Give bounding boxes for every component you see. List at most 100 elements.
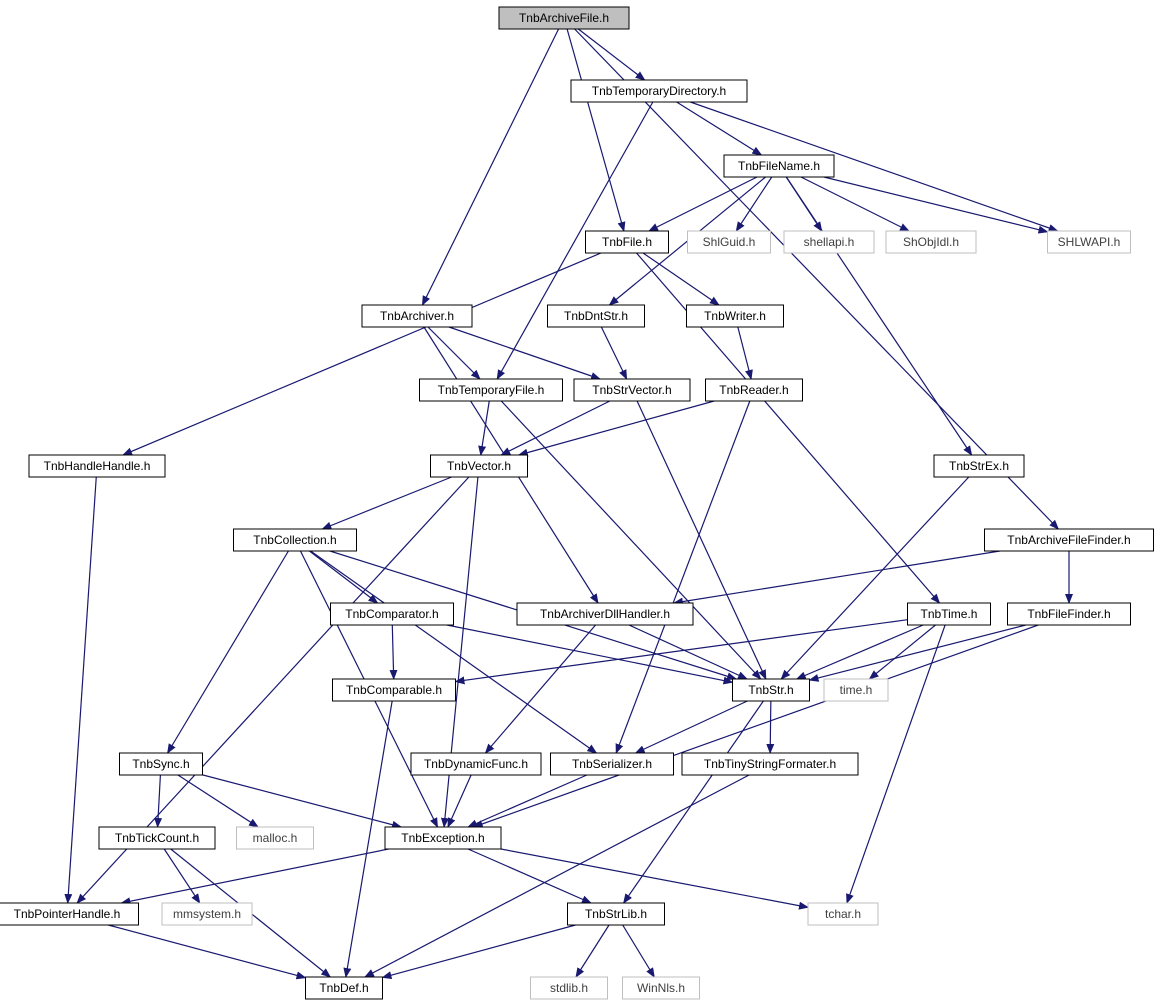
node-archiver[interactable]: TnbArchiver.h bbox=[361, 304, 473, 328]
node-strvector[interactable]: TnbStrVector.h bbox=[573, 378, 691, 402]
node-label: TnbDynamicFunc.h bbox=[424, 757, 528, 771]
node-box bbox=[332, 678, 456, 702]
edge-file-to-handlehandle bbox=[122, 252, 602, 456]
node-strlib[interactable]: TnbStrLib.h bbox=[567, 902, 665, 926]
edge-filename-to-strex bbox=[785, 176, 973, 456]
edge-reader-to-serializer bbox=[615, 400, 751, 754]
node-label: TnbException.h bbox=[401, 831, 484, 845]
node-box bbox=[807, 902, 879, 926]
node-box bbox=[498, 6, 630, 30]
node-filename[interactable]: TnbFileName.h bbox=[723, 154, 835, 178]
node-exception[interactable]: TnbException.h bbox=[384, 826, 502, 850]
edge-writer-to-reader bbox=[737, 326, 753, 380]
edge-archiverdll-to-dynfunc bbox=[484, 624, 596, 754]
node-box bbox=[585, 230, 669, 254]
edge-strlib-to-stdlib bbox=[575, 924, 610, 978]
edge-comparable-to-def bbox=[343, 700, 393, 978]
node-archivefile[interactable]: TnbArchiveFile.h bbox=[498, 6, 630, 30]
edge-archiver-to-strvector bbox=[448, 326, 601, 380]
node-def[interactable]: TnbDef.h bbox=[305, 976, 383, 1000]
node-reader[interactable]: TnbReader.h bbox=[705, 378, 803, 402]
node-box bbox=[305, 976, 383, 1000]
node-label: TnbReader.h bbox=[719, 383, 788, 397]
node-pointerhandle[interactable]: TnbPointerHandle.h bbox=[0, 902, 139, 926]
node-time[interactable]: TnbTime.h bbox=[907, 602, 991, 626]
node-file[interactable]: TnbFile.h bbox=[585, 230, 669, 254]
edge-str-to-tinyfmt bbox=[766, 700, 775, 754]
edge-reader-to-vector bbox=[517, 400, 715, 457]
node-label: TnbStrEx.h bbox=[949, 459, 1009, 473]
node-box bbox=[233, 528, 357, 552]
node-box bbox=[681, 752, 859, 776]
node-str[interactable]: TnbStr.h bbox=[732, 678, 810, 702]
node-label: TnbFileFinder.h bbox=[1027, 607, 1110, 621]
node-dntstr[interactable]: TnbDntStr.h bbox=[547, 304, 645, 328]
edge-time-to-timeh bbox=[868, 624, 936, 680]
node-archivefilefinder[interactable]: TnbArchiveFileFinder.h bbox=[984, 528, 1154, 552]
node-box bbox=[430, 454, 528, 478]
node-serializer[interactable]: TnbSerializer.h bbox=[550, 752, 674, 776]
node-collection[interactable]: TnbCollection.h bbox=[233, 528, 357, 552]
node-tchar: tchar.h bbox=[807, 902, 879, 926]
node-comparable[interactable]: TnbComparable.h bbox=[332, 678, 456, 702]
node-label: TnbSerializer.h bbox=[572, 757, 652, 771]
node-sync[interactable]: TnbSync.h bbox=[119, 752, 203, 776]
node-strex[interactable]: TnbStrEx.h bbox=[933, 454, 1025, 478]
node-box bbox=[361, 304, 473, 328]
node-box bbox=[330, 602, 454, 626]
node-label: TnbTemporaryDirectory.h bbox=[592, 84, 726, 98]
node-tempfile[interactable]: TnbTemporaryFile.h bbox=[419, 378, 563, 402]
node-comparator[interactable]: TnbComparator.h bbox=[330, 602, 454, 626]
edge-sync-to-malloc bbox=[177, 774, 259, 828]
node-vector[interactable]: TnbVector.h bbox=[430, 454, 528, 478]
edge-tickcount-to-mmsystem bbox=[163, 848, 201, 904]
node-handlehandle[interactable]: TnbHandleHandle.h bbox=[28, 454, 166, 478]
node-box bbox=[732, 678, 810, 702]
node-box bbox=[686, 304, 784, 328]
edge-tempfile-to-vector bbox=[478, 400, 490, 456]
nodes-layer: TnbArchiveFile.hTnbTemporaryDirectory.hT… bbox=[0, 6, 1154, 1000]
node-label: TnbArchiveFileFinder.h bbox=[1007, 533, 1130, 547]
node-box bbox=[823, 678, 889, 702]
node-box bbox=[907, 602, 991, 626]
node-box bbox=[516, 602, 694, 626]
node-tickcount[interactable]: TnbTickCount.h bbox=[98, 826, 216, 850]
node-malloc: malloc.h bbox=[236, 826, 314, 850]
edge-strlib-to-winnls bbox=[622, 924, 655, 978]
node-box bbox=[783, 230, 875, 254]
node-label: TnbComparable.h bbox=[346, 683, 442, 697]
edge-time-to-str bbox=[795, 624, 924, 680]
edge-file-to-writer bbox=[642, 252, 720, 306]
node-label: TnbArchiveFile.h bbox=[519, 11, 609, 25]
node-writer[interactable]: TnbWriter.h bbox=[686, 304, 784, 328]
edge-time-to-tchar bbox=[846, 624, 946, 904]
edge-exception-to-pointerhandle bbox=[120, 848, 389, 906]
edge-dntstr-to-strvector bbox=[600, 326, 628, 380]
edge-filename-to-shlwapi bbox=[823, 176, 1049, 234]
node-shellapi: shellapi.h bbox=[783, 230, 875, 254]
node-label: TnbHandleHandle.h bbox=[44, 459, 151, 473]
node-filefinder[interactable]: TnbFileFinder.h bbox=[1007, 602, 1131, 626]
node-tempdir[interactable]: TnbTemporaryDirectory.h bbox=[570, 79, 748, 103]
node-shlguid: ShlGuid.h bbox=[687, 230, 771, 254]
node-label: TnbArchiver.h bbox=[380, 309, 454, 323]
edge-tempdir-to-tempfile bbox=[496, 101, 654, 380]
node-box bbox=[573, 378, 691, 402]
edge-filename-to-shobjidl bbox=[800, 176, 910, 232]
node-box bbox=[98, 826, 216, 850]
edge-tempdir-to-shlwapi bbox=[690, 101, 1059, 232]
node-archiverdll[interactable]: TnbArchiverDllHandler.h bbox=[516, 602, 694, 626]
edge-comparator-to-str bbox=[446, 624, 734, 685]
node-tinyfmt[interactable]: TnbTinyStringFormater.h bbox=[681, 752, 859, 776]
node-label: ShObjIdl.h bbox=[903, 235, 959, 249]
edge-archivefilefinder-to-archiverdll bbox=[672, 550, 1001, 606]
node-shobjidl: ShObjIdl.h bbox=[885, 230, 977, 254]
node-dynfunc[interactable]: TnbDynamicFunc.h bbox=[410, 752, 542, 776]
edge-pointerhandle-to-def bbox=[108, 924, 307, 980]
edge-time-to-comparable bbox=[454, 619, 908, 685]
edge-file-to-time bbox=[636, 252, 941, 604]
edge-archiverdll-to-str bbox=[628, 624, 748, 680]
node-box bbox=[410, 752, 542, 776]
node-label: tchar.h bbox=[825, 907, 861, 921]
